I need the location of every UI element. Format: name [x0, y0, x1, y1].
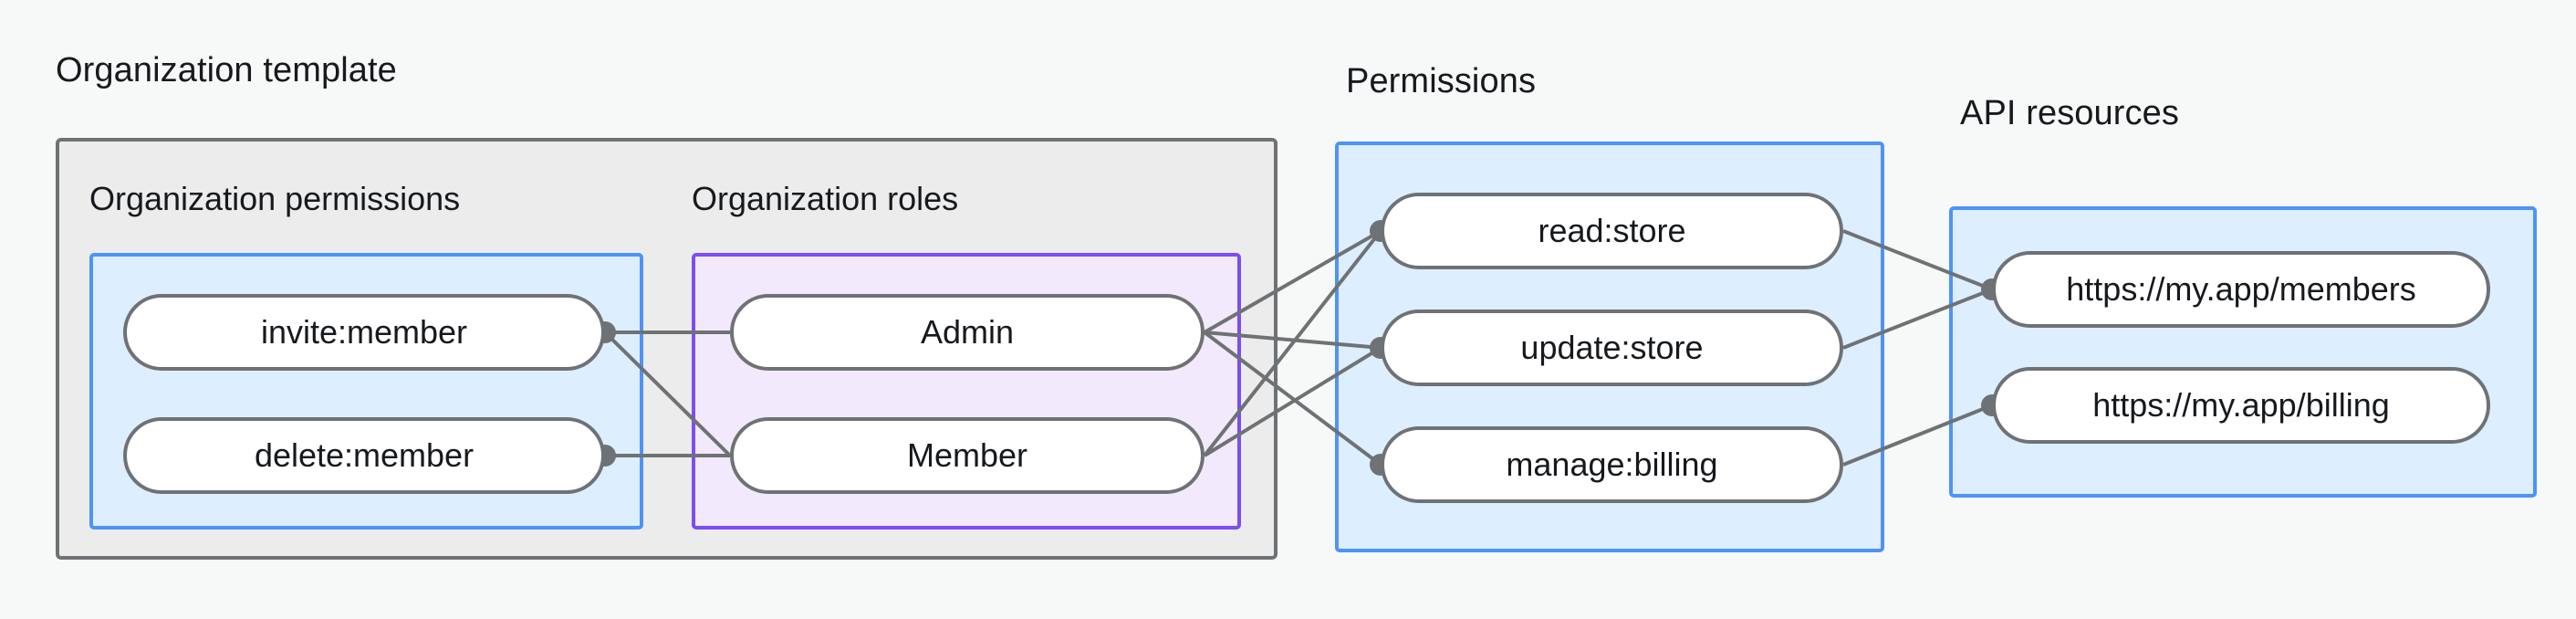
node-update-store[interactable]: update:store	[1381, 310, 1843, 386]
api-resources-container	[1949, 206, 2537, 498]
organization-roles-label: Organization roles	[692, 180, 959, 217]
node-billing-url[interactable]: https://my.app/billing	[1992, 367, 2490, 444]
node-invite-member[interactable]: invite:member	[123, 294, 605, 371]
node-read-store[interactable]: read:store	[1381, 193, 1843, 269]
node-member[interactable]: Member	[730, 417, 1205, 494]
node-admin[interactable]: Admin	[730, 294, 1205, 371]
permissions-label: Permissions	[1346, 62, 1537, 100]
node-members-url[interactable]: https://my.app/members	[1992, 251, 2490, 328]
api-resources-label: API resources	[1960, 94, 2179, 132]
node-delete-member[interactable]: delete:member	[123, 417, 605, 494]
node-manage-billing[interactable]: manage:billing	[1381, 426, 1843, 503]
organization-permissions-label: Organization permissions	[89, 180, 461, 217]
organization-template-label: Organization template	[56, 51, 397, 89]
